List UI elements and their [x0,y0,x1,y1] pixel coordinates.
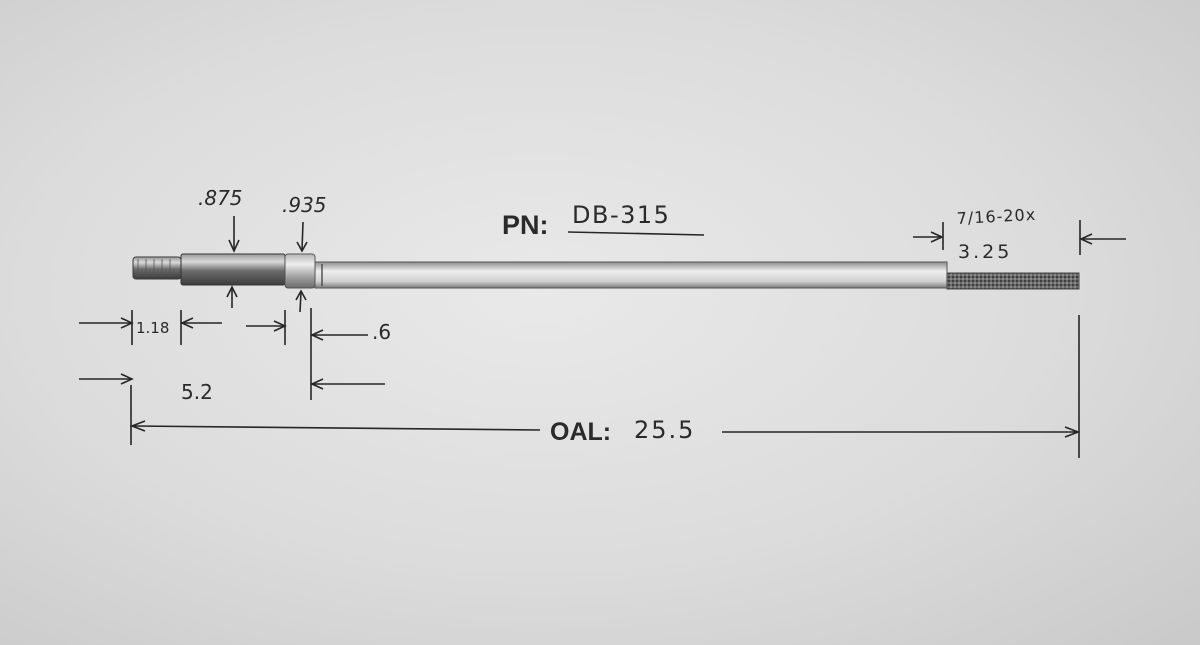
thread-spec-label: 7/16-20x [956,205,1036,228]
head-diameter-dimension: .875 [198,186,243,308]
collar-length-dimension: .6 [310,308,391,400]
spline-end [132,256,182,280]
head-length-dimension: 5.2 [79,310,287,404]
threaded-end [946,272,1080,290]
overall-length-label: OAL: [550,418,611,446]
part-number-value: DB-315 [572,201,670,229]
collar [284,253,316,289]
spline-grooves [137,259,171,277]
overall-length-value: 25.5 [634,416,695,444]
head-length-label: 5.2 [181,380,213,404]
head-body [180,253,286,286]
thread-dimension: 7/16-20x 3.25 [913,205,1126,263]
part-number-block: PN: DB-315 [502,201,705,240]
collar-length-label: .6 [372,320,391,344]
hex-length-dimension: 1.18 [79,310,222,345]
collar-diameter-label: .935 [282,193,327,217]
hex-length-label: 1.18 [136,319,169,337]
shaft [314,261,948,289]
overall-length-dimension: OAL: 25.5 [129,315,1081,458]
collar-diameter-dimension: .935 [282,193,327,313]
head-diameter-label: .875 [198,186,243,210]
part-number-label: PN: [502,210,549,240]
thread-length-label: 3.25 [958,241,1012,263]
drive-bar-part [132,253,1080,290]
